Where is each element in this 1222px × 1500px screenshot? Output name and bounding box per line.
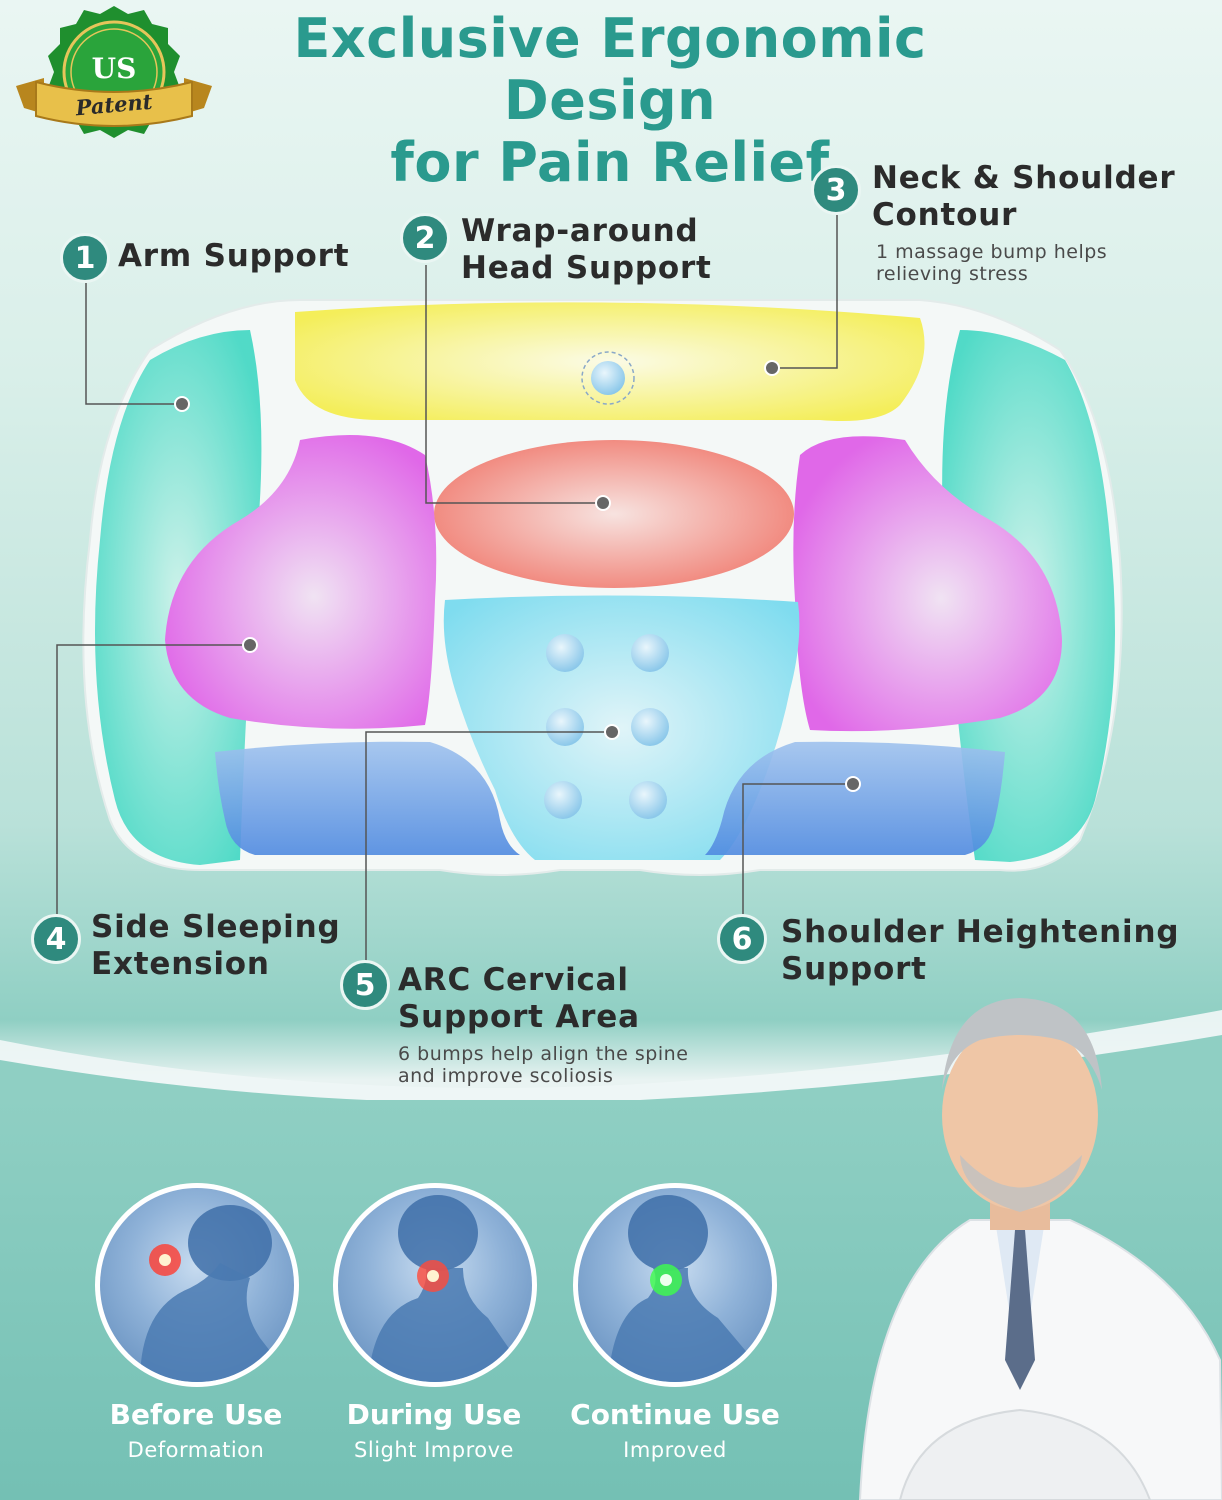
patent-seal-icon bbox=[16, 6, 212, 138]
neck-silhouette-icon bbox=[368, 1195, 532, 1382]
stage-during-subtitle: Slight Improve bbox=[354, 1438, 514, 1462]
stage-before bbox=[95, 1183, 299, 1387]
page-title: Exclusive Ergonomic Design for Pain Reli… bbox=[180, 8, 1040, 194]
title-line-1: Exclusive Ergonomic Design bbox=[293, 7, 927, 132]
callout-4-number: 4 bbox=[31, 914, 81, 964]
stage-during bbox=[333, 1183, 537, 1387]
badge-us-text: US bbox=[91, 52, 137, 85]
callout-3-number: 3 bbox=[811, 165, 861, 215]
stage-before-image bbox=[95, 1183, 299, 1387]
stage-continue bbox=[573, 1183, 777, 1387]
callout-6-number: 6 bbox=[717, 914, 767, 964]
pillow-diagram bbox=[56, 215, 1123, 962]
stage-during-image bbox=[333, 1183, 537, 1387]
stage-during-title: During Use bbox=[346, 1398, 522, 1431]
doctor-image bbox=[858, 998, 1222, 1500]
cervical-bumps bbox=[544, 634, 669, 819]
callout-5-number: 5 bbox=[340, 960, 390, 1010]
stage-continue-title: Continue Use bbox=[570, 1398, 780, 1431]
callout-1-label: Arm Support bbox=[118, 238, 350, 274]
neck-silhouette-icon bbox=[608, 1195, 772, 1382]
wave-divider bbox=[0, 1010, 1222, 1110]
stage-continue-subtitle: Improved bbox=[623, 1438, 727, 1462]
stage-before-title: Before Use bbox=[109, 1398, 283, 1431]
us-patent-badge: US Patent bbox=[14, 4, 214, 149]
stage-continue-image bbox=[573, 1183, 777, 1387]
neck-silhouette-icon bbox=[140, 1205, 294, 1382]
title-line-2: for Pain Relief bbox=[390, 131, 830, 194]
callout-1-number: 1 bbox=[60, 233, 110, 283]
stage-before-subtitle: Deformation bbox=[127, 1438, 265, 1462]
callout-2-number: 2 bbox=[400, 213, 450, 263]
